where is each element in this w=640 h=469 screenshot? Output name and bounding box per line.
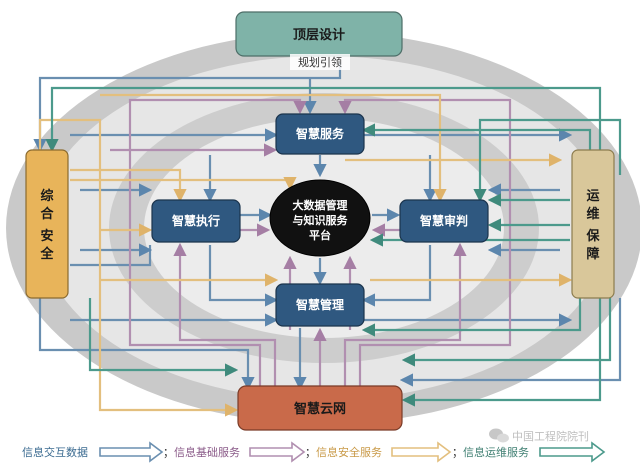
ops-char-2: 维 bbox=[586, 206, 599, 222]
security-char-1: 综 bbox=[40, 188, 53, 204]
smart-cloud-label: 智慧云网 bbox=[294, 401, 346, 417]
security-char-4: 全 bbox=[39, 246, 54, 262]
smart-execution-node: 智慧执行 bbox=[151, 199, 241, 243]
smart-review-label: 智慧审判 bbox=[419, 213, 468, 228]
security-char-3: 安 bbox=[40, 228, 53, 244]
legend: 信息交互数据 ； 信息基础服务 ； 信息安全服务 ； 信息运维服务 bbox=[22, 441, 606, 463]
ops-char-3: 保 bbox=[585, 228, 600, 244]
top-design-node: 顶层设计 bbox=[235, 11, 403, 57]
legend-label-safety: 信息安全服务 bbox=[316, 445, 382, 459]
ops-support-node: 运 维 保 障 bbox=[571, 149, 615, 299]
legend-label-interaction: 信息交互数据 bbox=[22, 445, 88, 459]
legend-label-ops: 信息运维服务 bbox=[463, 445, 529, 459]
guide-label: 规划引领 bbox=[298, 55, 342, 69]
comprehensive-security-node: 综 合 安 全 bbox=[25, 149, 69, 299]
core-line-2: 与知识服务 bbox=[293, 213, 349, 227]
smart-management-node: 智慧管理 bbox=[275, 283, 365, 327]
watermark: 中国工程院院刊 bbox=[489, 428, 589, 443]
smart-management-label: 智慧管理 bbox=[295, 297, 344, 312]
smart-service-node: 智慧服务 bbox=[275, 113, 365, 155]
connector-lines bbox=[33, 62, 622, 417]
legend-arrow-safety bbox=[391, 441, 452, 463]
legend-arrow-ops bbox=[539, 441, 606, 463]
legend-arrow-basic bbox=[249, 441, 306, 463]
core-line-3: 平台 bbox=[309, 228, 331, 242]
smart-service-label: 智慧服务 bbox=[295, 126, 345, 141]
legend-sep-2: ； bbox=[305, 446, 316, 459]
watermark-text: 中国工程院院刊 bbox=[512, 429, 589, 443]
legend-arrow-interaction bbox=[99, 441, 164, 463]
legend-sep-3: ； bbox=[452, 446, 463, 459]
ops-char-1: 运 bbox=[586, 189, 599, 204]
top-design-label: 顶层设计 bbox=[293, 27, 345, 43]
security-char-2: 合 bbox=[40, 206, 54, 222]
smart-execution-label: 智慧执行 bbox=[171, 213, 220, 228]
guide-label-group: 规划引领 bbox=[290, 54, 350, 70]
core-platform-node: 大数据管理 与知识服务 平台 bbox=[269, 179, 371, 257]
smart-cloud-node: 智慧云网 bbox=[237, 385, 403, 431]
legend-sep-1: ； bbox=[163, 446, 174, 459]
smart-review-node: 智慧审判 bbox=[399, 199, 489, 243]
core-line-1: 大数据管理 bbox=[293, 198, 348, 212]
ops-char-4: 障 bbox=[586, 246, 599, 262]
legend-label-basic: 信息基础服务 bbox=[174, 445, 240, 459]
wechat-logo bbox=[489, 428, 509, 443]
